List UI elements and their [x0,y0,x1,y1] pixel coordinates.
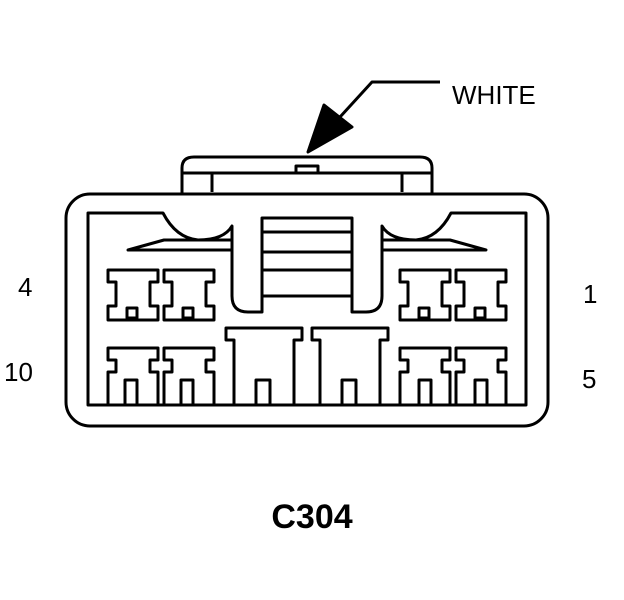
pin-label-top-right: 1 [583,279,598,309]
terminal-pin-7-contact [340,378,358,407]
terminal-pin-2 [398,268,452,322]
terminal-pin-8 [224,326,304,407]
right-shoulder-ramp [380,238,488,252]
pin-label-bottom-left: 10 [4,357,33,387]
terminal-pin-9 [162,346,216,407]
pin-label-top-left: 4 [18,272,33,302]
terminal-pin-1-contact [473,306,487,320]
terminal-pin-8-contact [254,378,272,407]
terminal-pin-6-contact [417,378,433,407]
terminal-row-top [106,268,508,322]
terminal-pin-9-contact [179,378,195,407]
color-label: WHITE [452,80,536,110]
terminal-pin-1 [454,268,508,322]
terminal-pin-10-contact [123,378,139,407]
connector-housing-outer [64,192,550,428]
left-shoulder-ramp [126,238,234,252]
terminal-pin-10 [106,346,160,407]
terminal-pin-5-contact [473,378,489,407]
callout-arrow-icon [306,103,354,154]
terminal-pin-4-contact [125,306,139,320]
terminal-pin-7 [310,326,390,407]
callout-leader-line [338,80,440,119]
terminal-pin-4 [106,268,160,322]
lock-tab-notch [294,164,320,173]
terminal-pin-5 [454,346,508,407]
terminal-pin-2-contact [417,306,431,320]
connector-lock-tab [180,155,434,194]
terminal-pin-3 [162,268,216,322]
terminal-row-bottom [106,326,508,407]
terminal-pin-6 [398,346,452,407]
pin-label-bottom-right: 5 [582,364,597,394]
connector-id-label: C304 [271,498,353,536]
terminal-pin-3-contact [181,306,195,320]
